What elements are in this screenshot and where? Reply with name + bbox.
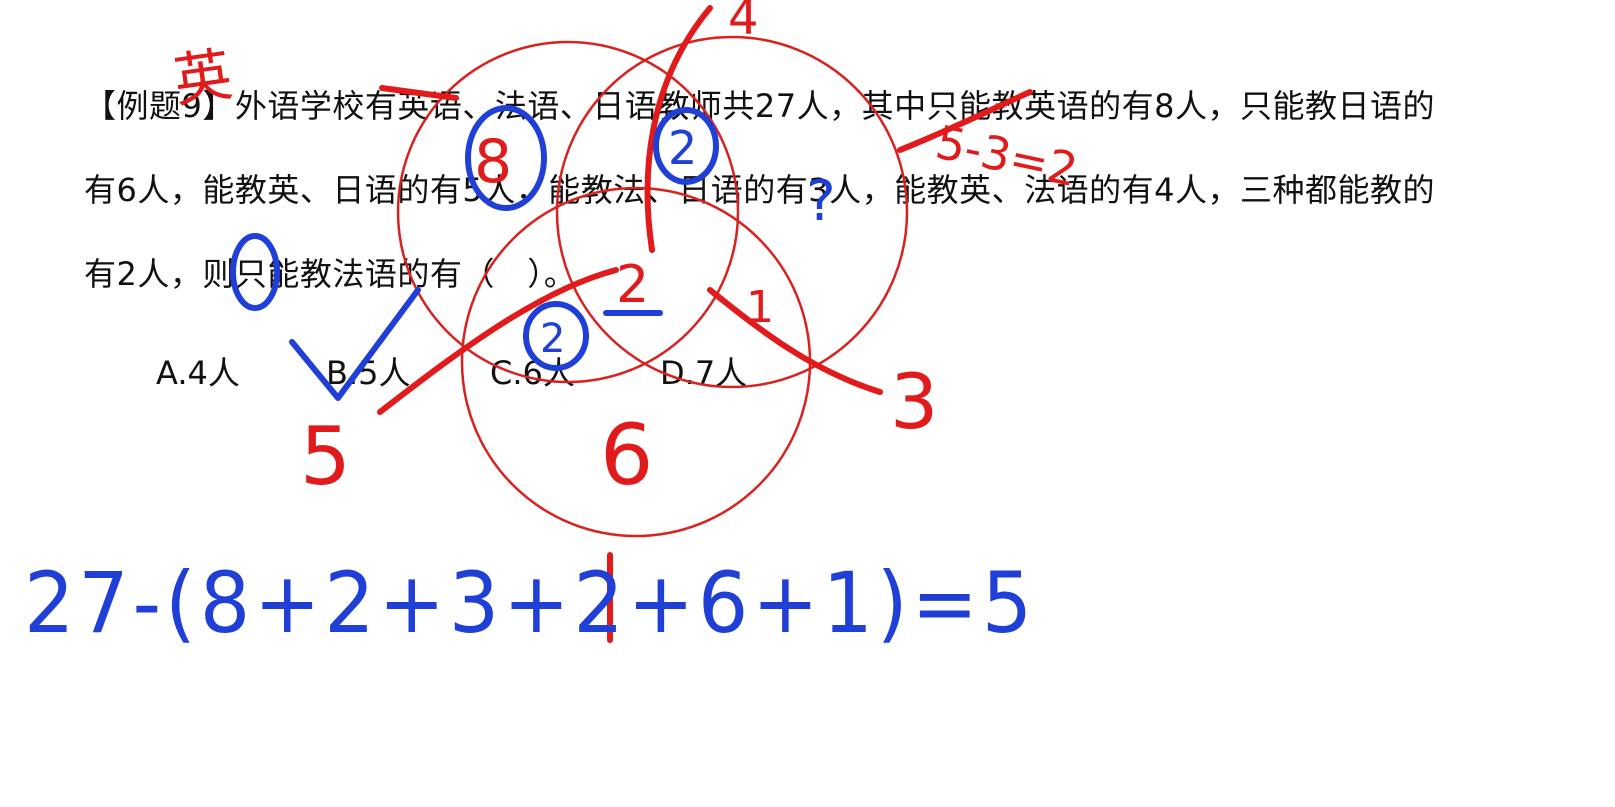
red-pointer-stroke-5 <box>377 267 619 415</box>
red-subtraction: 5-3=2 <box>931 115 1082 198</box>
red-number-2-center: 2 <box>616 255 649 315</box>
blue-circle-answer-blank <box>230 233 280 311</box>
red-pointer-stroke-right <box>897 89 1033 153</box>
red-label-english: 英 <box>169 40 236 115</box>
red-number-6: 6 <box>600 406 653 504</box>
venn-circle-english <box>396 40 740 384</box>
red-number-5: 5 <box>300 410 351 503</box>
blue-question-mark: ? <box>806 169 836 234</box>
blue-number-2-bottom: 2 <box>540 316 565 362</box>
red-number-4: 4 <box>728 0 759 46</box>
red-pointer-stroke-english <box>379 85 459 101</box>
red-pointer-stroke-4 <box>644 5 713 253</box>
red-number-1: 1 <box>746 282 774 333</box>
blue-number-2-top: 2 <box>668 121 697 175</box>
blue-checkmark-b <box>289 287 421 401</box>
question-line-2: 有6人，能教英、日语的有5人，能教法、日语的有3人，能教英、法语的有4人，三种都… <box>84 171 1435 209</box>
blue-circle-2-top <box>653 107 719 185</box>
red-number-8: 8 <box>474 127 512 197</box>
red-number-3: 3 <box>890 357 938 446</box>
blue-circle-8 <box>465 105 547 211</box>
blue-equation: 27-(8+2+3+2+6+1)=5 <box>24 554 1036 652</box>
venn-circle-japanese <box>555 35 909 389</box>
question-line-1: 【例题9】外语学校有英语、法语、日语教师共27人，其中只能教英语的有8人，只能教… <box>84 87 1435 125</box>
option-a: A.4人 <box>156 354 240 392</box>
red-pointer-stroke-3 <box>707 287 883 395</box>
blue-circle-2-bottom <box>523 301 589 371</box>
